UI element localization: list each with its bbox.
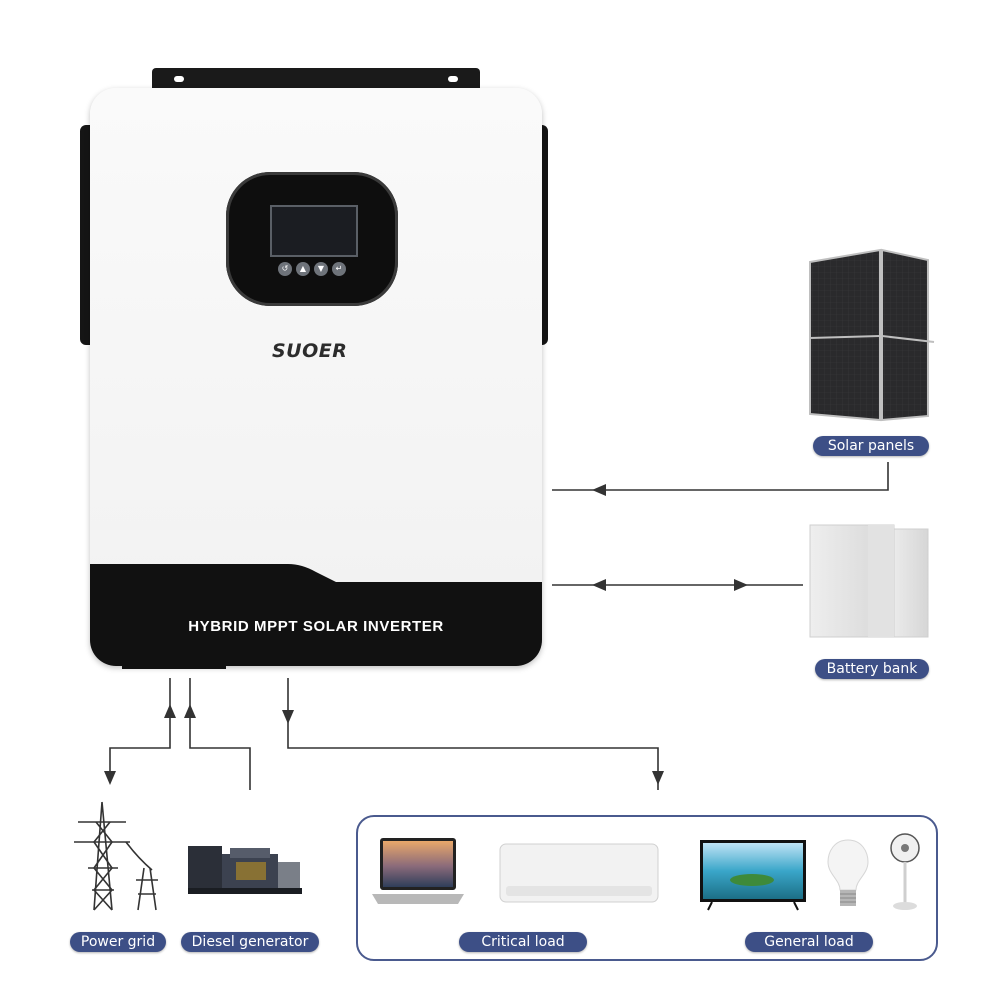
bracket-hole (174, 76, 184, 82)
product-label: HYBRID MPPT SOLAR INVERTER (188, 618, 444, 635)
bracket-hole (448, 76, 458, 82)
arrow-up (164, 704, 176, 718)
critical-load-label: Critical load (459, 932, 587, 952)
arrow-left (592, 484, 606, 496)
power-grid-label: Power grid (70, 932, 166, 952)
light-bulb-icon (827, 839, 869, 906)
escape-button[interactable]: ↺ (278, 262, 292, 276)
solar-panels-label: Solar panels (813, 436, 929, 456)
air-conditioner-icon (499, 843, 659, 903)
general-load-label: General load (745, 932, 873, 952)
loads-container (356, 815, 938, 961)
television-icon (700, 840, 806, 911)
battery-bank-label: Battery bank (815, 659, 929, 679)
enter-button[interactable]: ↵ (332, 262, 346, 276)
lcd-screen (270, 205, 358, 257)
arrow-down (104, 771, 116, 785)
arrow-right (734, 579, 748, 591)
laptop-icon (372, 838, 464, 904)
power-grid-icon (74, 801, 158, 911)
down-button[interactable]: ▼ (314, 262, 328, 276)
diesel-generator-label: Diesel generator (181, 932, 319, 952)
brand-logo: SUOER (272, 340, 348, 362)
diesel-generator-icon (188, 846, 302, 894)
inverter-bottom-band (90, 564, 542, 666)
standing-fan-icon (890, 833, 920, 910)
arrow-left (592, 579, 606, 591)
solar-panel-icon (809, 248, 935, 422)
cable-gland-strip (122, 659, 226, 669)
arrow-down (652, 771, 664, 785)
battery-bank-icon (809, 524, 929, 638)
arrow-up (184, 704, 196, 718)
up-button[interactable]: ▲ (296, 262, 310, 276)
arrow-down (282, 710, 294, 724)
